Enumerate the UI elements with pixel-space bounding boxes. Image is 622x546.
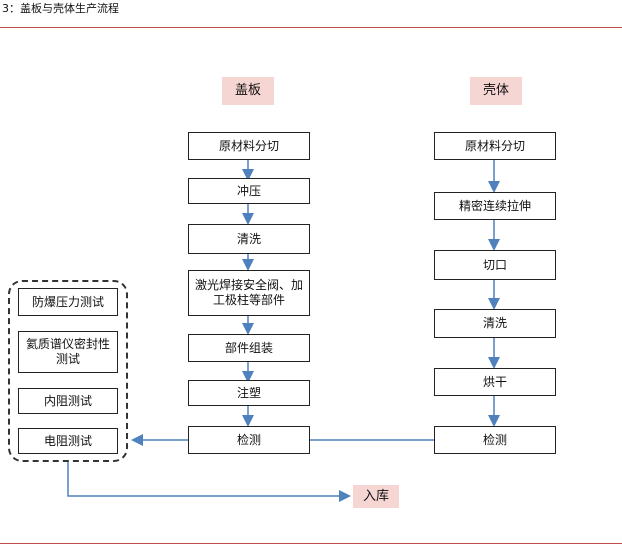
- test-helium-seal: 氦质谱仪密封性测试: [18, 331, 118, 373]
- shell-step-drying: 烘干: [434, 368, 556, 396]
- bottom-rule: [0, 543, 622, 544]
- lid-step-welding: 激光焊接安全阀、加工极柱等部件: [188, 270, 310, 316]
- lid-step-stamping: 冲压: [188, 178, 310, 204]
- shell-step-cleaning: 清洗: [434, 309, 556, 338]
- lid-step-cutting: 原材料分切: [188, 132, 310, 160]
- lid-step-cleaning: 清洗: [188, 224, 310, 254]
- shell-step-notching: 切口: [434, 250, 556, 280]
- lid-step-molding: 注塑: [188, 380, 310, 406]
- lid-step-inspection: 检测: [188, 426, 310, 454]
- shell-header: 壳体: [470, 77, 522, 105]
- title-rule: [0, 27, 622, 28]
- storage-tag: 入库: [353, 485, 399, 508]
- shell-step-inspection: 检测: [434, 426, 556, 454]
- test-explosion-pressure: 防爆压力测试: [18, 288, 118, 316]
- lid-step-assembly: 部件组装: [188, 334, 310, 362]
- test-internal-resistance: 内阻测试: [18, 388, 118, 414]
- test-resistance: 电阻测试: [18, 428, 118, 454]
- test-group: [8, 280, 128, 462]
- lid-header: 盖板: [222, 77, 274, 105]
- shell-step-cutting: 原材料分切: [434, 132, 556, 160]
- shell-step-drawing: 精密连续拉伸: [434, 192, 556, 220]
- figure-title: 3：盖板与壳体生产流程: [2, 2, 119, 15]
